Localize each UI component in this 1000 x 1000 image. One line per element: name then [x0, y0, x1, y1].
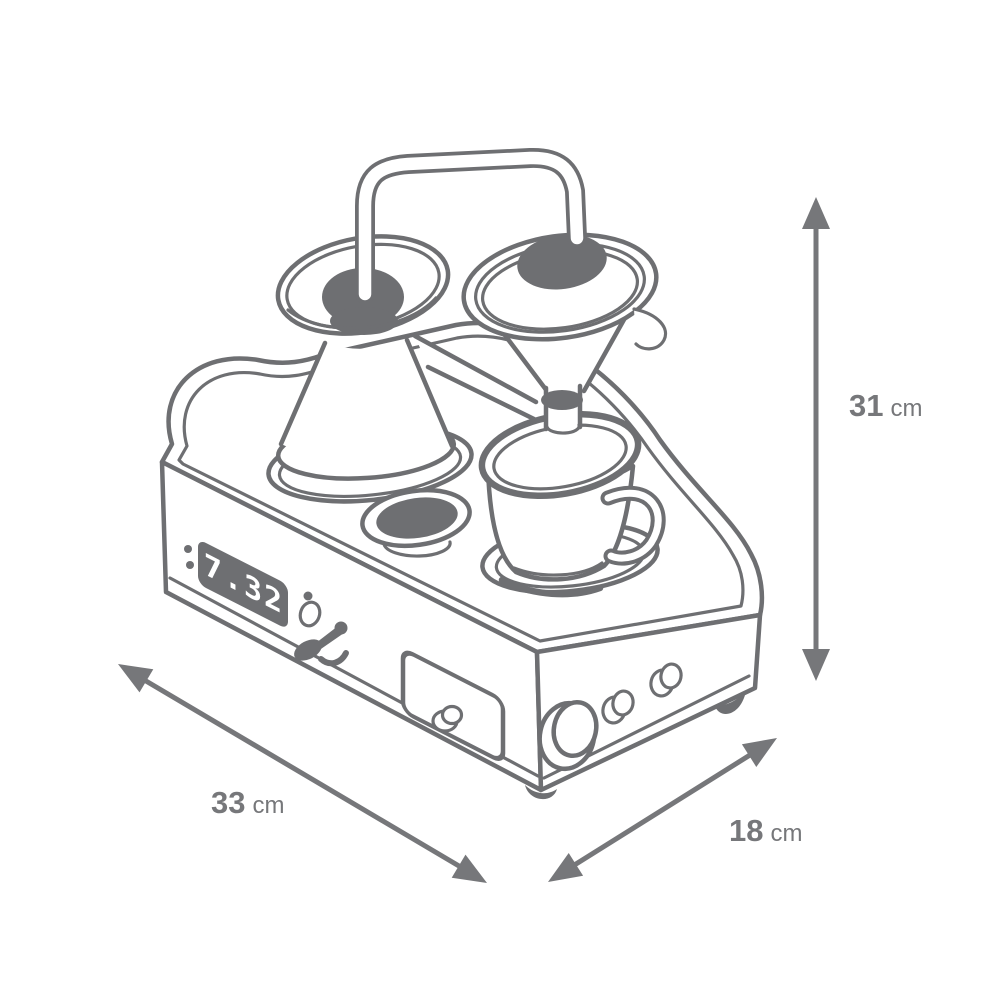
front-foot — [525, 785, 557, 800]
sugar-bowl — [360, 487, 472, 558]
funnel-spout — [632, 307, 668, 351]
alarm-dot-2 — [186, 561, 194, 569]
control-knobs — [537, 662, 683, 772]
tube-core — [358, 151, 584, 301]
cup-handle — [604, 489, 662, 562]
flask-cone-left — [278, 340, 328, 447]
flask-rim-front-edge — [286, 296, 438, 330]
width-arrowhead-left — [118, 664, 154, 693]
cup-recess-shadow — [498, 576, 604, 598]
depth-arrow-shaft — [573, 752, 753, 867]
coffee-grounds-mound — [517, 234, 607, 290]
stem-tip — [545, 423, 581, 435]
flask-stopper-base — [330, 307, 398, 335]
bowl-contents — [376, 497, 458, 539]
flask-cone-fill — [281, 340, 452, 465]
clock-base: 7.32 — [159, 320, 765, 800]
water-tube — [355, 147, 587, 304]
small-knob-1-face — [611, 689, 635, 717]
stem-holder-ring — [541, 390, 583, 410]
height-arrowhead-bottom — [802, 649, 830, 681]
drawer-knob-front — [440, 704, 464, 726]
alarm-dot-1 — [184, 545, 192, 553]
depth-arrowhead-right — [741, 738, 777, 767]
drawer — [400, 650, 506, 761]
height-arrowhead-top — [802, 197, 830, 229]
stopwatch-icon — [298, 591, 322, 628]
cup-base-line — [512, 561, 604, 577]
width-arrowhead-right — [451, 854, 487, 883]
stopwatch-ring — [298, 600, 322, 628]
funnel-support-arm — [412, 333, 539, 422]
funnel-stem — [541, 383, 583, 435]
arm-fill — [415, 336, 536, 419]
depth-arrowhead-left — [548, 853, 584, 882]
width-arrow-shaft — [143, 678, 462, 869]
cup — [478, 410, 666, 582]
arm-bottom-edge — [425, 364, 537, 422]
right-foot — [715, 691, 746, 714]
spoon-icon — [294, 621, 349, 667]
stopwatch-button — [303, 591, 313, 601]
small-knob-2-face — [659, 662, 683, 690]
large-knob-face — [551, 699, 599, 759]
funnel — [461, 232, 668, 394]
flask-cone-right — [404, 337, 455, 449]
funnel-cone-right — [581, 313, 629, 394]
display-panel — [198, 541, 288, 627]
arm-top-edge — [412, 333, 539, 405]
